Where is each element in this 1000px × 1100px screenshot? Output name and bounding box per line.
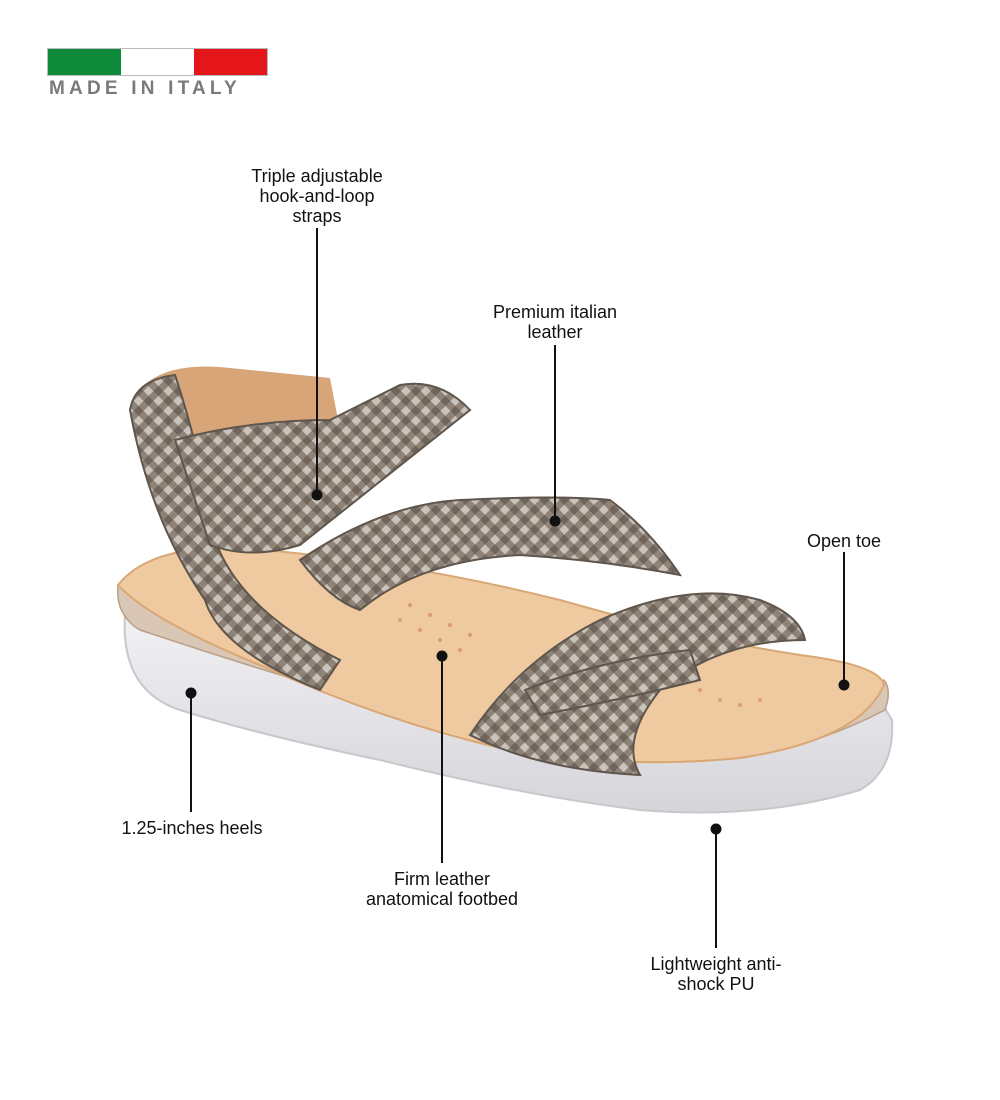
straps-line-3: straps	[292, 206, 342, 226]
flag-red-stripe	[194, 49, 267, 75]
sole-line-1: Lightweight anti-	[650, 954, 782, 974]
italy-flag	[47, 48, 268, 76]
made-in-italy-text: MADE IN ITALY	[49, 78, 241, 99]
sole-pointer-dot	[710, 823, 722, 835]
sole-line-2: shock PU	[677, 974, 755, 994]
flag-green-stripe	[48, 49, 121, 75]
leather-pointer-dot	[549, 515, 561, 527]
leather-line-2: leather	[527, 322, 583, 342]
flag-white-stripe	[121, 49, 194, 75]
toe-pointer-dot	[838, 679, 850, 691]
leather-callout: Premium italian leather	[455, 302, 655, 342]
footbed-callout: Firm leather anatomical footbed	[332, 869, 552, 909]
straps-line-1: Triple adjustable	[251, 166, 383, 186]
toe-callout: Open toe	[774, 531, 914, 551]
straps-line-2: hook-and-loop	[259, 186, 375, 206]
toe-line-1: Open toe	[806, 531, 882, 551]
heels-pointer-dot	[185, 687, 197, 699]
footbed-line-2: anatomical footbed	[365, 889, 519, 909]
straps-callout: Triple adjustable hook-and-loop straps	[217, 166, 417, 226]
heels-callout: 1.25-inches heels	[92, 818, 292, 838]
heels-line-1: 1.25-inches heels	[121, 818, 263, 838]
footbed-pointer-dot	[436, 650, 448, 662]
footbed-line-1: Firm leather	[393, 869, 491, 889]
straps-pointer-dot	[311, 489, 323, 501]
leather-line-1: Premium italian	[492, 302, 618, 322]
sole-callout: Lightweight anti- shock PU	[606, 954, 826, 994]
